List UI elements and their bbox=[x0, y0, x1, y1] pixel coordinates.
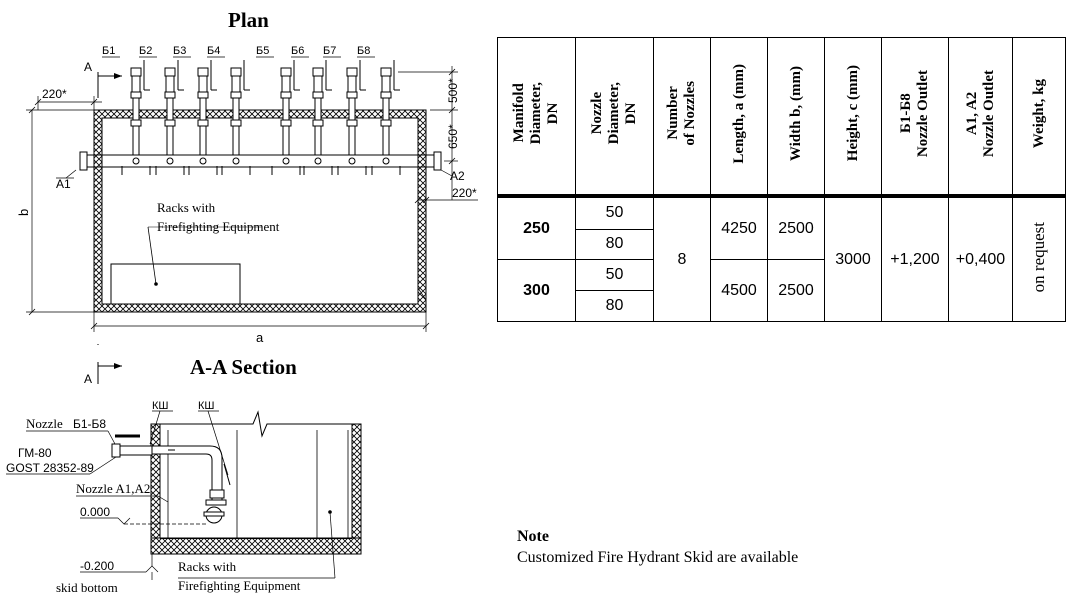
nozzle-label-b6: Б6 bbox=[291, 45, 304, 57]
cell-nozzle-50: 50 bbox=[575, 259, 654, 292]
cell-width-2500-a: 2500 bbox=[767, 195, 825, 261]
svg-text:A: A bbox=[84, 372, 92, 386]
plan-drawing: Б1 Б2 Б3 Б4 Б5 Б6 Б7 Б8 A bbox=[16, 45, 478, 345]
cell-nozzle-50: 50 bbox=[575, 195, 654, 230]
nozzle-label-b8: Б8 bbox=[357, 45, 370, 57]
plan-section-mark-top: A bbox=[84, 60, 122, 98]
plan-manifold bbox=[79, 151, 442, 171]
cell-height: 3000 bbox=[824, 195, 882, 322]
ksh-label-2: КШ bbox=[198, 400, 215, 412]
plan-title: Plan bbox=[228, 8, 269, 32]
dim-500: 500* bbox=[446, 78, 460, 103]
gost-label: GOST 28352-89 bbox=[6, 461, 94, 475]
header-width: Width b, (mm) bbox=[767, 37, 825, 198]
section-right-wall bbox=[351, 423, 362, 555]
skid-bottom-label: skid bottom bbox=[56, 580, 118, 595]
plan-nozzles bbox=[121, 60, 401, 175]
nozzle-assembly bbox=[337, 60, 367, 175]
nozzle-assembly bbox=[221, 60, 251, 175]
dim-220-right: 220* bbox=[452, 186, 477, 200]
nozzle-label-b4: Б4 bbox=[207, 45, 220, 57]
table-row: 80 bbox=[498, 290, 1066, 322]
cell-nozzle-80: 80 bbox=[575, 228, 654, 261]
section-nozzle-label: Nozzle bbox=[26, 416, 63, 431]
dim-220-left: 220* bbox=[42, 87, 67, 101]
cell-length-4500: 4500 bbox=[710, 259, 768, 322]
cell-manifold-300: 300 bbox=[497, 259, 576, 322]
label-a2: A2 bbox=[450, 169, 465, 183]
cell-a-outlet: +0,400 bbox=[948, 195, 1013, 322]
note-title: Note bbox=[517, 528, 549, 545]
table-row: 300 50 4500 2500 bbox=[497, 259, 1066, 322]
table-row: 250 50 8 4250 2500 3000 +1,200 +0,400 on… bbox=[497, 195, 1066, 322]
nozzle-assembly bbox=[303, 60, 333, 175]
nozzle-assembly bbox=[155, 60, 185, 175]
nozzle-label-b2: Б2 bbox=[139, 45, 152, 57]
table-header-row: Manifold Diameter, DN Nozzle Diameter, D… bbox=[497, 37, 1066, 198]
gm-label: ГМ-80 bbox=[18, 446, 52, 460]
cell-b-outlet: +1,200 bbox=[881, 195, 949, 322]
header-weight: Weight, kg bbox=[1012, 37, 1066, 198]
level-zero: 0.000 bbox=[80, 505, 110, 519]
nozzle-assembly bbox=[188, 60, 218, 175]
section-mark: A bbox=[84, 362, 122, 386]
nozzle-label-b5: Б5 bbox=[256, 45, 269, 57]
header-height: Height, c (mm) bbox=[824, 37, 882, 198]
nozzle-label-b3: Б3 bbox=[173, 45, 186, 57]
dim-b: b bbox=[16, 209, 31, 216]
section-drawing: A КШ КШ Nozzle Б1-Б8 ГМ-80 GOST 28352-89 bbox=[6, 362, 362, 595]
nozzle-a-label: Nozzle A1,A2 bbox=[76, 481, 150, 496]
note-text: Customized Fire Hydrant Skid are availab… bbox=[517, 549, 799, 566]
section-racks-line2: Firefighting Equipment bbox=[178, 578, 301, 593]
level-minus: -0.200 bbox=[80, 559, 114, 573]
plan-racks-line1: Racks with bbox=[157, 200, 216, 215]
ksh-label-1: КШ bbox=[152, 400, 169, 412]
nozzle-assembly bbox=[371, 60, 401, 175]
plan-racks-line2: Firefighting Equipment bbox=[157, 219, 280, 234]
cell-nozzle-80: 80 bbox=[575, 290, 654, 322]
label-a1: A1 bbox=[56, 177, 71, 191]
header-nozzle-diameter: Nozzle Diameter, DN bbox=[575, 37, 654, 198]
nozzle-label-b1: Б1 bbox=[102, 45, 115, 57]
table-row: 80 bbox=[498, 228, 1066, 261]
dim-650: 650* bbox=[446, 124, 460, 149]
svg-text:A: A bbox=[84, 60, 92, 74]
header-a-nozzle-outlet: A1, A2 Nozzle Outlet bbox=[948, 37, 1013, 198]
header-length: Length, a (mm) bbox=[710, 37, 768, 198]
cell-manifold-250: 250 bbox=[497, 195, 576, 261]
cell-weight: on request bbox=[1012, 195, 1066, 322]
header-number-of-nozzles: Number of Nozzles bbox=[653, 37, 711, 198]
section-title: A-A Section bbox=[190, 355, 297, 379]
section-pipes bbox=[111, 443, 227, 524]
section-nozzle-range: Б1-Б8 bbox=[73, 417, 106, 431]
cell-number-nozzles: 8 bbox=[653, 195, 711, 322]
nozzle-assembly bbox=[271, 60, 301, 175]
section-racks-line1: Racks with bbox=[178, 559, 237, 574]
spec-table: Manifold Diameter, DN Nozzle Diameter, D… bbox=[497, 37, 1066, 322]
header-manifold-diameter: Manifold Diameter, DN bbox=[497, 37, 576, 198]
section-left-wall bbox=[150, 423, 161, 555]
plan-rack-box bbox=[110, 263, 241, 305]
dim-a: a bbox=[256, 330, 264, 345]
section-floor bbox=[150, 537, 362, 555]
cell-length-4250: 4250 bbox=[710, 195, 768, 261]
plan-walls bbox=[93, 109, 427, 313]
plan-dimensions bbox=[26, 66, 478, 332]
header-b-nozzle-outlet: Б1-Б8 Nozzle Outlet bbox=[881, 37, 949, 198]
cell-width-2500-b: 2500 bbox=[767, 259, 825, 322]
nozzle-label-b7: Б7 bbox=[323, 45, 336, 57]
nozzle-assembly bbox=[121, 60, 151, 175]
